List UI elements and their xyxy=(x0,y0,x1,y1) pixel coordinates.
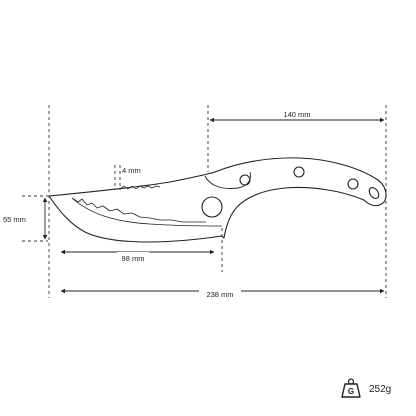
weight-icon-letter: G xyxy=(348,387,354,396)
bolster-curve xyxy=(204,171,251,189)
dimension-arrows xyxy=(42,117,385,294)
blade-length-label: 98 mm xyxy=(122,254,145,263)
lanyard-hole xyxy=(368,187,380,199)
knife-outline xyxy=(48,157,387,243)
knife-body xyxy=(48,157,387,243)
handle-rivet-1 xyxy=(239,174,251,186)
blade-height-label: 55 mm xyxy=(3,215,26,224)
total-length-label: 238 mm xyxy=(206,290,233,299)
weight-value: 252g xyxy=(369,384,392,395)
forged-spine-texture xyxy=(71,197,206,223)
blade-hamon-line xyxy=(71,197,223,227)
weight-icon: G xyxy=(341,378,361,398)
handle-rivet-3 xyxy=(347,178,359,190)
guide-lines xyxy=(22,105,387,298)
dimension-labels: 140 mm 4 mm 55 mm 98 mm 238 mm xyxy=(3,108,317,299)
handle-rivet-2 xyxy=(293,166,305,178)
spine-forge-marks xyxy=(119,185,161,190)
finger-hole xyxy=(201,196,223,218)
spine-thickness-label: 4 mm xyxy=(122,166,141,175)
handle-length-label: 140 mm xyxy=(283,110,310,119)
